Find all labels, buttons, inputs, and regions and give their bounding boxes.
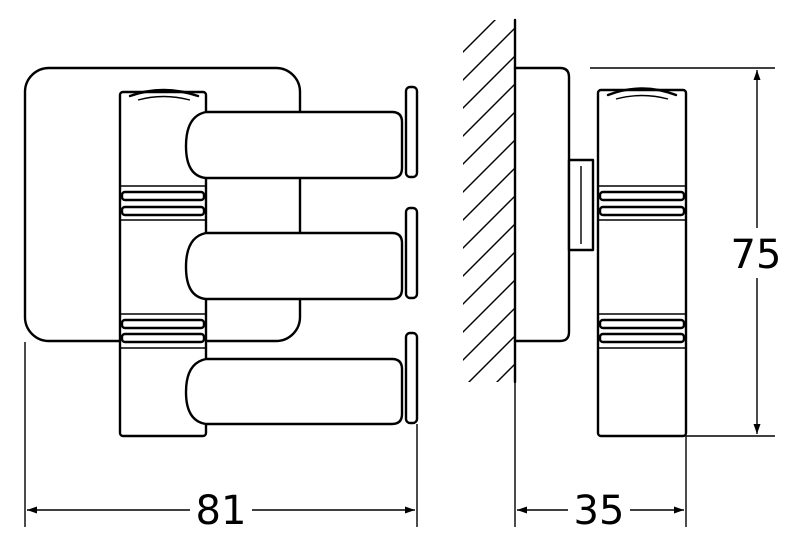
front-view [23, 66, 419, 438]
dimension-label-depth: 35 [574, 488, 625, 534]
dimension-label-height: 75 [731, 232, 782, 278]
base-plate-side [513, 66, 571, 343]
dimension-width: 81 [24, 342, 418, 534]
side-view [463, 18, 688, 438]
hook-arm-bottom [184, 331, 419, 426]
dimension-depth: 35 [514, 382, 687, 534]
hook-arm-top [184, 85, 419, 180]
ring-group-upper [120, 185, 206, 221]
side-ring-group-lower [598, 313, 686, 349]
side-hinge-column [596, 88, 688, 438]
dimension-label-width: 81 [196, 488, 247, 534]
dimension-height: 75 [590, 67, 782, 437]
side-ring-group-upper [598, 185, 686, 221]
wall-hatching [463, 20, 515, 382]
ring-group-lower [120, 313, 206, 349]
hook-arm-middle [184, 206, 419, 301]
